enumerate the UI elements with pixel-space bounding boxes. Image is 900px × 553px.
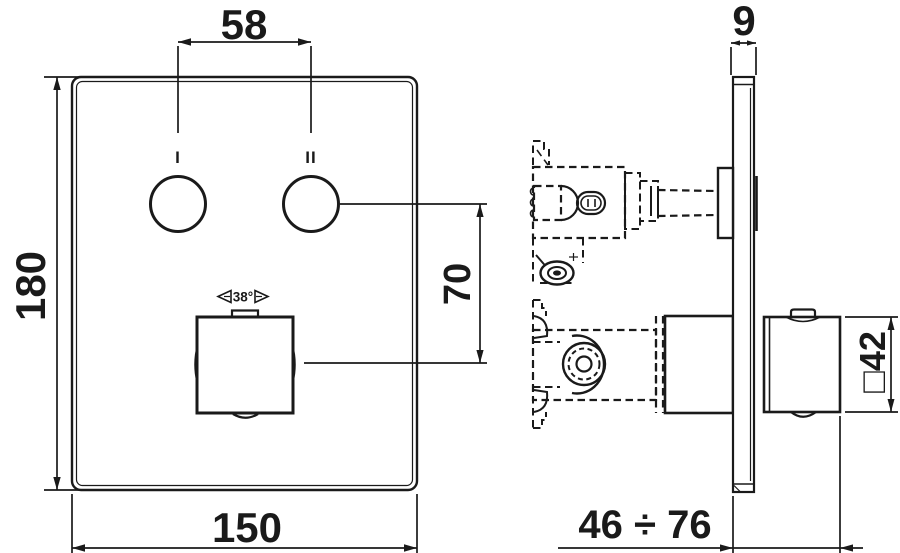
cartridge-circle-inner — [575, 355, 593, 373]
dim-panel-width: 150 — [71, 494, 418, 553]
dim-installation-depth-label: 46 ÷ 76 — [578, 503, 711, 547]
top-valve-body-hidden — [529, 140, 719, 286]
rotate-right-arrow-icon — [254, 289, 270, 304]
arrowhead — [53, 477, 61, 490]
plate-bottom-bevel — [733, 485, 741, 492]
knob-2-circle — [282, 175, 340, 233]
knob-1-label: I — [175, 148, 181, 167]
arrowhead — [72, 544, 85, 552]
cartridge-housing — [532, 184, 563, 222]
knob-2-label: II — [305, 148, 316, 167]
temperature-range-indicator: 38° — [216, 289, 270, 305]
temperature-handle-side — [762, 308, 842, 418]
cartridge-circle-outer — [561, 341, 607, 387]
arrowhead — [178, 38, 191, 46]
dim-knob-to-handle: 70 — [304, 203, 487, 364]
neck-step-2 — [639, 180, 659, 222]
arrowhead — [720, 544, 733, 552]
knob-1-circle — [149, 175, 207, 233]
handle-right-bulge — [293, 344, 296, 385]
stem-line — [657, 188, 719, 193]
bracket-wing — [533, 389, 549, 413]
arrowhead — [747, 40, 756, 46]
plate-outline — [731, 75, 756, 494]
arrowhead — [53, 77, 61, 90]
handle-square-outline — [195, 315, 295, 415]
cartridge-arc — [560, 184, 580, 222]
dim-handle-size-label: □42 — [852, 331, 893, 393]
arrowhead — [298, 38, 311, 46]
bottom-valve-body-hidden — [531, 299, 735, 429]
handle-bottom-bump — [790, 411, 817, 418]
front-view: I II 38° 58 — [7, 1, 487, 553]
wall-bracket-tab — [533, 299, 547, 316]
arrowhead — [840, 544, 853, 552]
wall-bracket-tab — [533, 412, 547, 429]
dim-handle-size: □42 — [845, 316, 898, 413]
handle-outline — [762, 315, 842, 414]
port-oval-inner — [580, 195, 602, 211]
arrowhead — [731, 40, 740, 46]
arrowhead — [476, 204, 484, 217]
dim-plate-thickness: 9 — [730, 0, 757, 75]
front-panel-outline — [70, 75, 419, 492]
dim-plate-thickness-label: 9 — [732, 0, 755, 44]
bracket-wing — [533, 315, 549, 339]
valve-body-outline — [531, 328, 658, 402]
handle-left-bulge — [194, 344, 197, 385]
dim-installation-depth: 46 ÷ 76 — [558, 416, 863, 553]
neck-step-1 — [624, 172, 641, 230]
arrowhead — [887, 399, 895, 412]
handle-top-tab — [789, 308, 817, 317]
wall-bracket-tab — [532, 140, 550, 165]
handle-top-arc — [785, 316, 821, 323]
side-view: 9 □42 46 ÷ 76 — [529, 0, 898, 553]
port-oval-outer — [575, 190, 607, 216]
bracket-diagonal — [536, 149, 549, 166]
valve-extension-box — [663, 314, 735, 415]
temperature-limit-label: 38° — [233, 290, 253, 305]
dim-knob-spacing-label: 58 — [221, 1, 268, 48]
dim-panel-width-label: 150 — [212, 504, 282, 551]
escutcheon-flange — [716, 166, 735, 240]
arrowhead — [404, 544, 417, 552]
screw-bumps — [529, 187, 534, 218]
rotate-left-arrow-icon — [216, 289, 232, 304]
cartridge-circle-hidden — [567, 347, 601, 381]
dim-knob-to-handle-label: 70 — [437, 263, 479, 305]
dim-panel-height: 180 — [7, 76, 99, 491]
front-panel-inner-line — [75, 80, 414, 487]
dim-knob-spacing: 58 — [177, 1, 312, 133]
temperature-handle-front — [194, 309, 296, 419]
handle-bottom-bump — [232, 413, 259, 419]
arrowhead — [476, 350, 484, 363]
wall-plate-side — [731, 75, 758, 494]
outlet-port-inner — [547, 266, 567, 280]
arrowhead — [887, 317, 895, 330]
stem-line — [657, 213, 719, 218]
outlet-port-center — [553, 270, 561, 276]
dim-panel-height-label: 180 — [7, 251, 54, 321]
handle-top-tab — [230, 309, 260, 317]
